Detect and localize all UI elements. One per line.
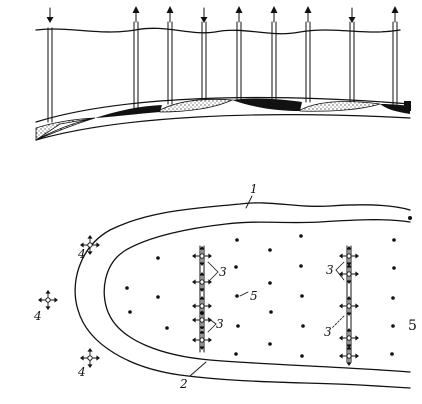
well-dot xyxy=(165,326,169,330)
injection-well-icon xyxy=(192,330,212,350)
arrow-up-icon xyxy=(235,6,243,23)
well-dot xyxy=(299,234,303,238)
arrow-down-icon xyxy=(348,7,356,23)
well-8 xyxy=(349,21,355,103)
leader-line-3 xyxy=(207,323,217,333)
sand-lens-center xyxy=(159,98,234,113)
well-dot xyxy=(128,310,132,314)
well-dot xyxy=(268,281,272,285)
leader-line-5 xyxy=(239,291,249,297)
injection-well-icon xyxy=(80,235,100,255)
label-2: 2 xyxy=(179,377,188,391)
leader-line-3 xyxy=(207,317,217,325)
label-5: 5 xyxy=(250,289,258,303)
injection-well-icon xyxy=(80,348,100,368)
inner-contour xyxy=(103,219,411,373)
production-wells xyxy=(125,234,396,358)
well-dot xyxy=(392,266,396,270)
arrow-up-icon xyxy=(132,6,140,23)
well-dot xyxy=(299,264,303,268)
injection-well-icon xyxy=(339,346,359,366)
well-dot xyxy=(391,296,395,300)
well-dot xyxy=(156,295,160,299)
leader-line-3 xyxy=(331,315,345,329)
injection-wells xyxy=(38,235,359,368)
well-dot xyxy=(268,342,272,346)
injection-well-icon xyxy=(192,246,212,266)
well-dot xyxy=(235,294,239,298)
well-dot xyxy=(300,354,304,358)
label-1: 1 xyxy=(250,182,258,196)
label-5-right: 5 xyxy=(408,318,417,334)
arrow-up-icon xyxy=(391,6,399,23)
well-dot xyxy=(301,324,305,328)
sand-lens-right xyxy=(299,101,381,112)
well-5 xyxy=(236,21,242,101)
leader-line-2 xyxy=(189,361,207,377)
bed-bottom-line xyxy=(35,114,411,141)
well-dot xyxy=(234,265,238,269)
label-3: 3 xyxy=(326,263,334,277)
label-3: 3 xyxy=(324,325,332,339)
well-dot xyxy=(300,294,304,298)
well-dot xyxy=(390,352,394,356)
label-4: 4 xyxy=(33,309,42,323)
label-4: 4 xyxy=(77,247,86,261)
oil-zone-2 xyxy=(232,98,302,111)
well-dot xyxy=(391,324,395,328)
injection-well-icon xyxy=(339,264,359,284)
oil-zone-1 xyxy=(95,105,162,118)
well-dot xyxy=(156,256,160,260)
arrow-up-icon xyxy=(166,6,174,23)
arrow-down-icon xyxy=(200,7,208,23)
oil-zone-3 xyxy=(380,104,410,114)
injection-well-icon xyxy=(339,328,359,348)
injection-well-icon xyxy=(339,246,359,266)
injection-well-icon xyxy=(38,290,58,310)
contour-end-mark xyxy=(408,216,412,220)
well-1 xyxy=(47,27,53,123)
label-3: 3 xyxy=(216,317,224,331)
injection-well-icon xyxy=(192,310,212,330)
well-2 xyxy=(133,21,139,109)
well-dot xyxy=(269,310,273,314)
well-6 xyxy=(271,21,277,101)
injection-well-icon xyxy=(339,296,359,316)
outer-contour xyxy=(74,202,411,389)
well-head-right xyxy=(404,101,411,111)
label-3: 3 xyxy=(219,265,227,279)
well-dot xyxy=(235,238,239,242)
flow-arrows xyxy=(46,6,399,23)
arrow-up-icon xyxy=(270,6,278,23)
injection-well-icon xyxy=(192,272,212,292)
leader-line-1 xyxy=(245,195,253,209)
well-dot xyxy=(268,248,272,252)
well-7 xyxy=(305,21,311,103)
well-4 xyxy=(201,21,207,101)
leader-line-3 xyxy=(335,261,345,271)
well-dot xyxy=(234,352,238,356)
bed-top-line xyxy=(35,96,411,123)
plan-view: 1 2 3 3 3 3 4 4 4 5 5 xyxy=(33,182,417,391)
leader-line-3 xyxy=(335,269,345,281)
leader-line-3 xyxy=(207,271,219,283)
well-3 xyxy=(167,21,173,105)
wells xyxy=(47,21,398,123)
arrow-up-icon xyxy=(304,6,312,23)
cross-section xyxy=(35,6,411,141)
well-dot xyxy=(392,238,396,242)
well-dot xyxy=(236,324,240,328)
label-4: 4 xyxy=(77,365,86,379)
well-9 xyxy=(392,21,398,105)
arrow-down-icon xyxy=(46,7,54,23)
leader-line-3 xyxy=(207,261,219,273)
well-dot xyxy=(125,286,129,290)
ground-surface xyxy=(35,27,401,35)
